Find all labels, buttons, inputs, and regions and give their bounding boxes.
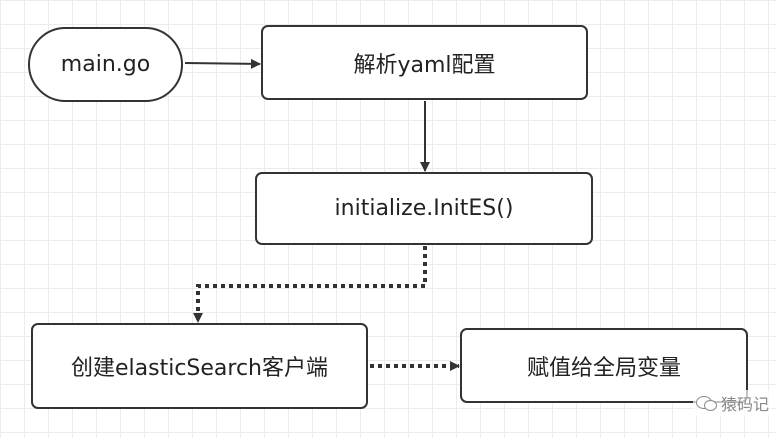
node-assign-global-label: 赋值给全局变量 bbox=[526, 355, 681, 381]
node-create-client-label: 创建elasticSearch客户端 bbox=[70, 356, 328, 381]
watermark: 猿码记 bbox=[692, 390, 772, 416]
node-main-go[interactable]: main.go bbox=[28, 27, 183, 102]
watermark-text: 猿码记 bbox=[720, 395, 769, 414]
node-main-go-label: main.go bbox=[60, 52, 151, 77]
edge-main-to-parse-yaml bbox=[184, 58, 261, 69]
node-create-client[interactable]: 创建elasticSearch客户端 bbox=[31, 323, 368, 409]
edge-init-es-to-create-client bbox=[193, 246, 427, 323]
node-init-es-label: initialize.InitES() bbox=[334, 196, 514, 221]
node-init-es[interactable]: initialize.InitES() bbox=[255, 172, 593, 245]
node-parse-yaml-label: 解析yaml配置 bbox=[353, 52, 496, 78]
node-parse-yaml[interactable]: 解析yaml配置 bbox=[261, 25, 588, 100]
wechat-icon bbox=[695, 394, 718, 412]
